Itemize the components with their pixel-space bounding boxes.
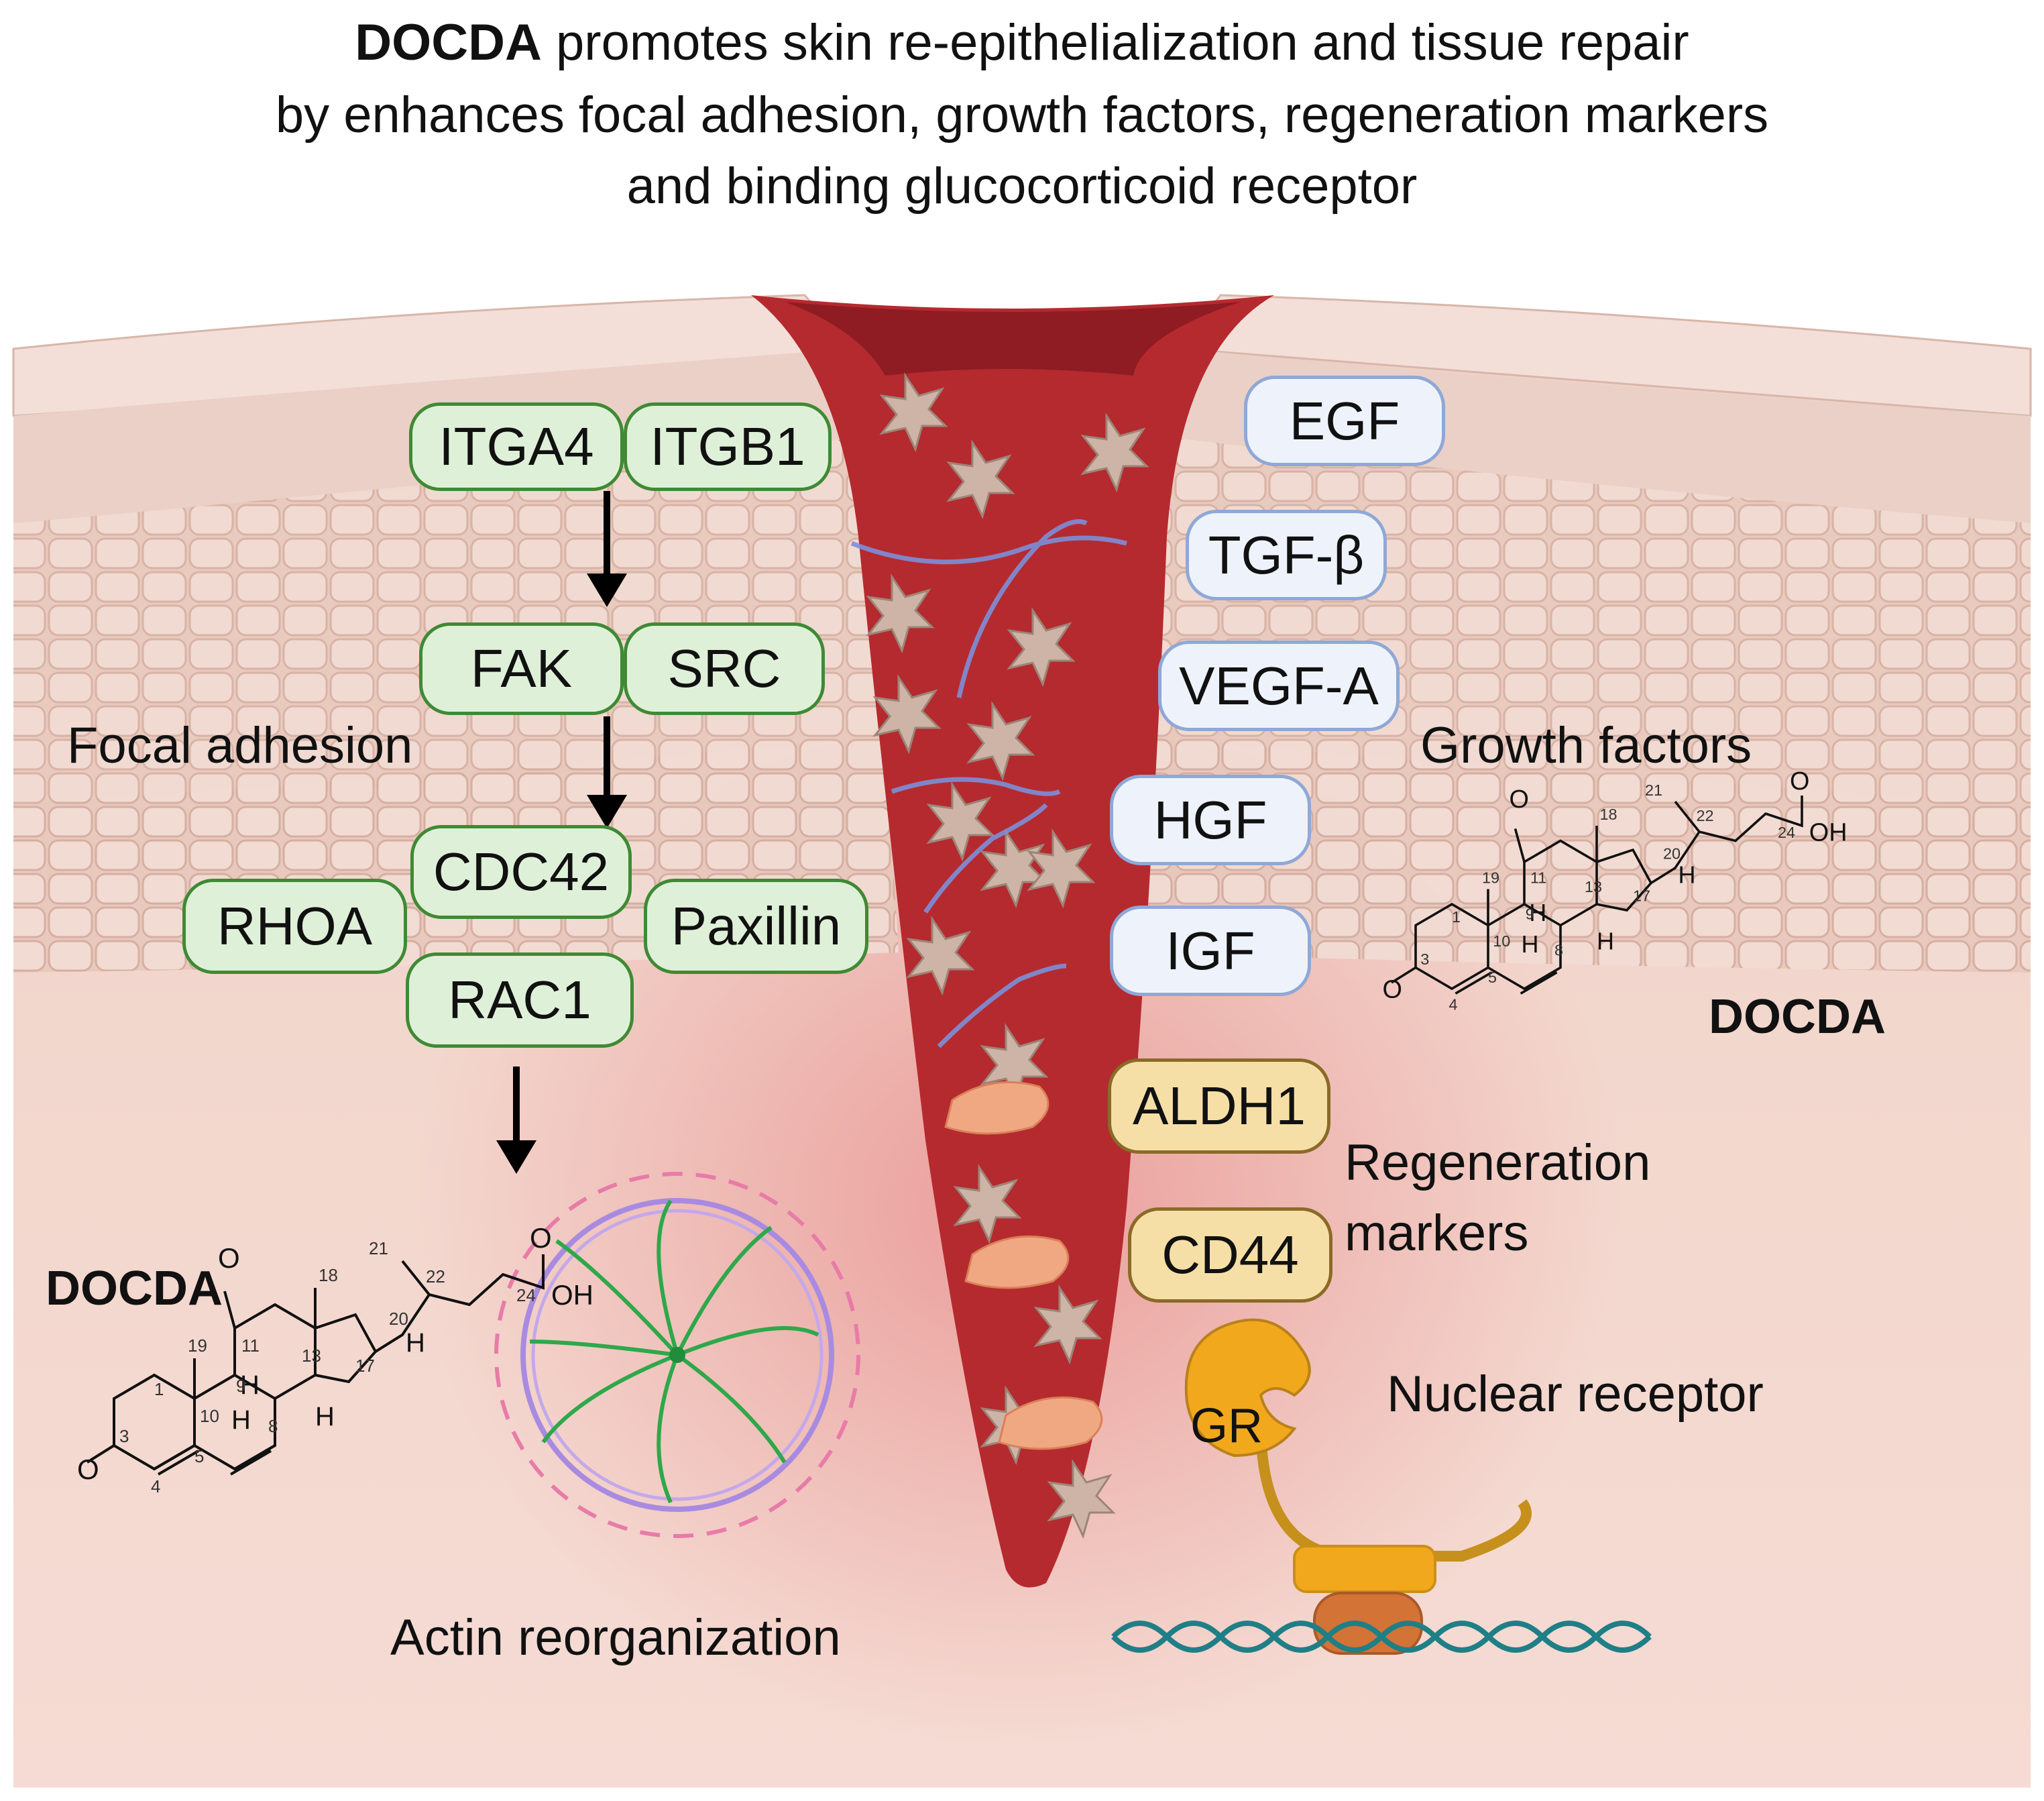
growth-factor-hgf: HGF: [1110, 775, 1311, 865]
protein-itga4: ITGA4: [409, 402, 624, 491]
title-line-1: DOCDA promotes skin re-epithelialization…: [355, 14, 1689, 71]
regeneration-label-line-1: Regeneration: [1345, 1134, 1651, 1191]
protein-itgb1: ITGB1: [624, 402, 832, 491]
docda-label-right: DOCDA: [1709, 990, 1886, 1044]
docda-structure-left: O O O OH H H H H 1 3 4 5 8 9 10 11 13 17…: [77, 1227, 593, 1496]
svg-text:1: 1: [154, 1379, 164, 1399]
svg-text:17: 17: [355, 1356, 375, 1376]
svg-text:H: H: [231, 1405, 251, 1435]
svg-text:OH: OH: [551, 1279, 593, 1311]
gr-label: GR: [1190, 1399, 1263, 1453]
svg-text:5: 5: [194, 1446, 204, 1466]
svg-text:H: H: [406, 1328, 425, 1358]
growth-factor-tgf-beta: TGF-β: [1186, 510, 1387, 600]
svg-text:H: H: [1522, 930, 1539, 958]
svg-text:20: 20: [1663, 845, 1681, 863]
svg-text:4: 4: [1449, 996, 1458, 1014]
nuclear-receptor-label: Nuclear receptor: [1387, 1366, 1764, 1423]
marker-aldh1: ALDH1: [1108, 1058, 1330, 1154]
svg-text:O: O: [1383, 976, 1402, 1004]
svg-text:OH: OH: [1809, 819, 1848, 847]
title-line-2: by enhances focal adhesion, growth facto…: [275, 87, 1769, 144]
svg-text:9: 9: [1526, 906, 1534, 923]
svg-text:5: 5: [1488, 969, 1497, 986]
svg-text:21: 21: [369, 1238, 388, 1258]
svg-text:8: 8: [268, 1416, 278, 1436]
svg-text:O: O: [218, 1242, 240, 1274]
svg-text:H: H: [1529, 899, 1546, 926]
actin-reorganization-label: Actin reorganization: [390, 1609, 841, 1666]
svg-text:3: 3: [119, 1426, 129, 1446]
svg-text:18: 18: [319, 1265, 338, 1285]
regeneration-label-line-2: markers: [1345, 1205, 1529, 1262]
growth-factor-egf: EGF: [1244, 376, 1445, 466]
svg-text:H: H: [315, 1402, 335, 1431]
svg-text:22: 22: [1697, 807, 1714, 824]
svg-text:22: 22: [426, 1266, 445, 1287]
svg-text:11: 11: [241, 1335, 260, 1356]
protein-rhoa: RHOA: [182, 879, 407, 974]
svg-text:20: 20: [389, 1309, 408, 1329]
svg-text:O: O: [1510, 785, 1529, 814]
svg-text:H: H: [240, 1370, 260, 1400]
svg-text:17: 17: [1633, 887, 1650, 905]
title-line-3: and binding glucocorticoid receptor: [626, 158, 1418, 215]
protein-paxillin: Paxillin: [644, 879, 868, 974]
growth-factors-label: Growth factors: [1420, 717, 1752, 774]
svg-text:O: O: [1790, 771, 1809, 796]
growth-factor-igf: IGF: [1110, 906, 1311, 996]
protein-src: SRC: [624, 622, 825, 715]
docda-label-left: DOCDA: [46, 1262, 223, 1315]
protein-cdc42: CDC42: [410, 825, 632, 919]
svg-text:O: O: [530, 1227, 552, 1254]
svg-text:24: 24: [1778, 824, 1795, 841]
svg-text:13: 13: [302, 1346, 321, 1366]
protein-fak: FAK: [419, 622, 624, 715]
docda-structure-right: O O O OH H H H H 1 3 4 5 8 9 10 11 13 17…: [1383, 771, 1848, 1014]
focal-adhesion-label: Focal adhesion: [67, 717, 413, 774]
svg-text:10: 10: [200, 1406, 219, 1426]
svg-text:H: H: [1679, 861, 1696, 889]
growth-factor-vegf-a: VEGF-A: [1158, 641, 1400, 731]
svg-text:10: 10: [1493, 932, 1510, 950]
svg-text:H: H: [1597, 928, 1614, 955]
marker-cd44: CD44: [1128, 1207, 1332, 1303]
svg-text:19: 19: [1482, 869, 1499, 887]
protein-rac1: RAC1: [406, 952, 634, 1048]
svg-text:1: 1: [1452, 908, 1461, 926]
svg-text:3: 3: [1420, 950, 1429, 968]
svg-text:O: O: [77, 1454, 99, 1485]
svg-text:8: 8: [1554, 942, 1563, 959]
svg-text:11: 11: [1530, 869, 1546, 887]
svg-text:13: 13: [1585, 878, 1602, 895]
svg-text:4: 4: [151, 1476, 160, 1496]
svg-text:19: 19: [188, 1335, 207, 1356]
svg-text:18: 18: [1600, 806, 1617, 823]
svg-text:9: 9: [236, 1376, 245, 1396]
svg-text:24: 24: [516, 1285, 536, 1305]
svg-text:21: 21: [1645, 781, 1662, 799]
